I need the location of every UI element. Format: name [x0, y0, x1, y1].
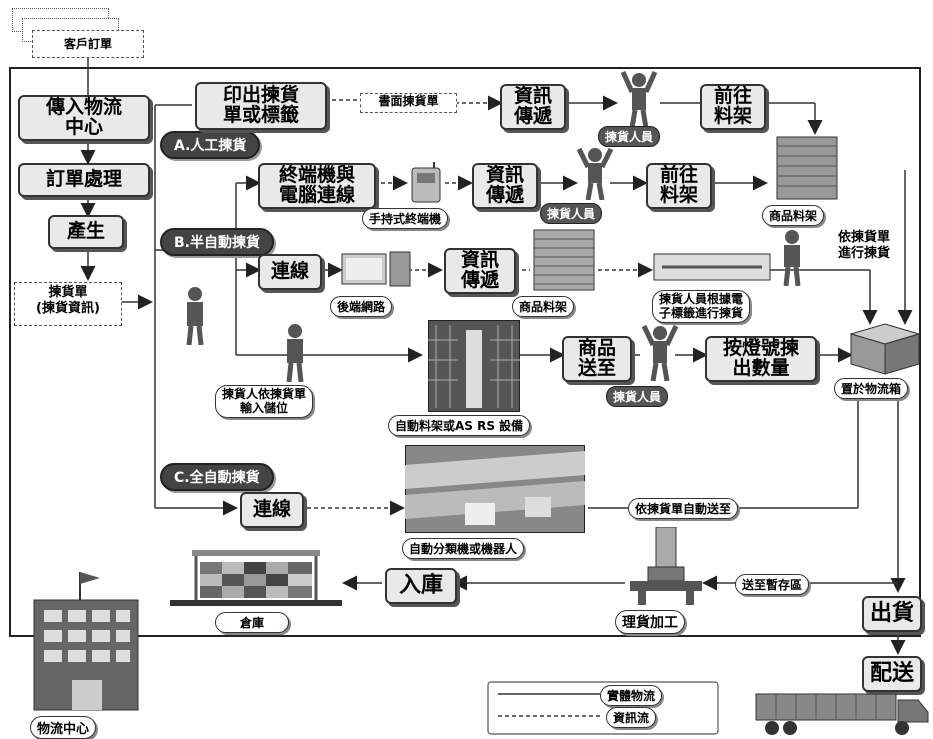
warehouse-icon: [170, 548, 342, 608]
order-processing: 訂單處理: [18, 163, 150, 197]
product-shelf-label-mid: 商品料架: [512, 296, 574, 317]
sorter-label: 自動分類機或機器人: [402, 538, 524, 559]
section-manual-picking: A.人工揀貨: [160, 131, 260, 159]
customer-order: 客戶訂單: [32, 30, 144, 58]
legend-info-flow: 資訊流: [606, 707, 656, 728]
handheld-terminal-label: 手持式終端機: [362, 208, 448, 229]
info-transfer-b1: 資訊 傳遞: [472, 163, 538, 209]
connect-b2: 連線: [258, 254, 322, 290]
put-in-storage: 入庫: [385, 568, 457, 604]
section-full-auto-picking: C.全自動揀貨: [160, 463, 274, 491]
terminal-computer-link: 終端機與 電腦連線: [258, 163, 376, 209]
picker-figure-arms-up-b3: [640, 323, 680, 381]
logistics-center-building-icon: [28, 570, 148, 715]
sorter-robot-photo: [405, 445, 585, 533]
logistics-box-icon: [845, 320, 923, 376]
transfer-to-logistics-center: 傳入物流 中心: [18, 95, 150, 141]
auto-send-label: 依揀貨單自動送至: [628, 498, 738, 519]
send-to-temp-area: 送至暫存區: [735, 574, 809, 595]
backend-network-label: 後端網路: [330, 296, 392, 317]
picker-label-a: 揀貨人員: [598, 126, 660, 147]
goods-processing-label: 理貨加工: [615, 610, 685, 634]
legend-physical-flow: 實體物流: [600, 685, 662, 706]
picker-figure-arms-up-b1: [575, 145, 615, 200]
product-shelf-icon-mid: [530, 226, 598, 294]
print-list-or-label: 印出揀貨 單或標籤: [195, 82, 327, 130]
processing-machine-icon: [628, 527, 704, 607]
pick-by-list-note: 依揀貨單 進行揀貨: [838, 230, 890, 263]
asrs-equipment-photo: [428, 320, 520, 412]
goods-arrive: 商品 送至: [562, 336, 632, 382]
product-shelf-icon-top: [772, 132, 842, 202]
picker-figure-arms-up-a: [618, 70, 660, 128]
deliver: 配送: [862, 656, 922, 692]
go-to-shelf-b1: 前往 料架: [646, 163, 712, 209]
info-transfer-a: 資訊 傳遞: [500, 84, 566, 130]
handheld-terminal-icon: [408, 162, 444, 204]
ship-out: 出貨: [862, 596, 922, 632]
delivery-truck-icon: [752, 690, 930, 736]
go-to-shelf-a: 前往 料架: [700, 84, 766, 130]
electronic-label-rack-icon: [652, 250, 772, 284]
section-semi-auto-picking: B.半自動揀貨: [160, 228, 274, 256]
asrs-label: 自動料架或AS RS 設備: [388, 415, 530, 436]
light-signal-picking: 按燈號揀 出數量: [705, 336, 817, 382]
picker-figure-left: [178, 285, 212, 345]
picker-label-b3: 揀貨人員: [606, 386, 668, 407]
picking-list-doc: 揀貨單 (揀貨資訊): [14, 282, 122, 326]
picker-label-b1: 揀貨人員: [540, 203, 602, 224]
info-transfer-b2: 資訊 傳遞: [444, 248, 516, 294]
picker-figure-input: [278, 322, 312, 382]
product-shelf-label-top: 商品料架: [762, 205, 824, 226]
e-label-picking: 揀貨人員根據電 子標籤進行揀貨: [652, 290, 750, 323]
connect-c: 連線: [240, 492, 304, 528]
paper-picking-list: 書面揀貨單: [360, 93, 457, 113]
warehouse-label: 倉庫: [215, 612, 289, 633]
picker-figure-b2: [775, 228, 809, 286]
backend-network-icon: [340, 250, 412, 290]
generate: 產生: [48, 215, 124, 249]
input-storage-location: 揀貨人依揀貨單 輸入儲位: [215, 385, 313, 418]
put-in-box-label: 置於物流箱: [834, 378, 908, 399]
